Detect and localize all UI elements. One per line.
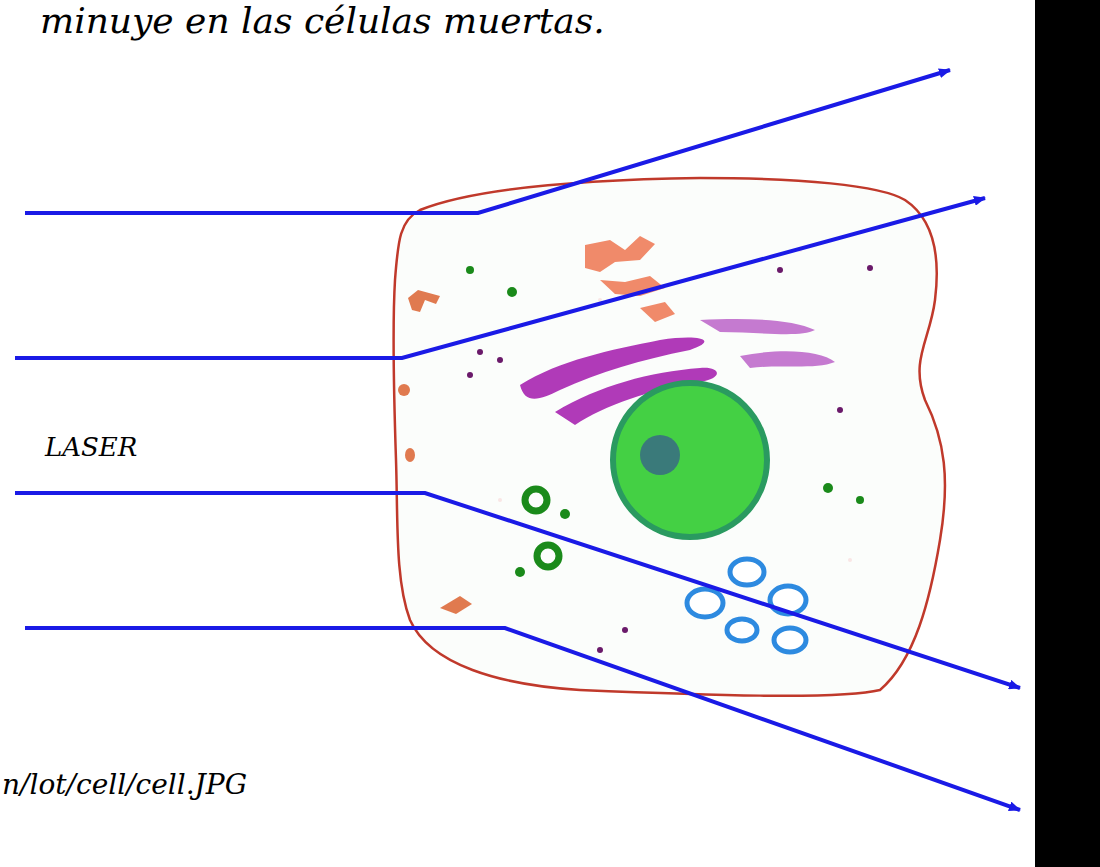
laser-beam [15,198,985,358]
nucleus [613,383,767,537]
slide-heading: minuye en las células muertas. [40,0,605,41]
nucleolus [640,435,680,475]
detector-bar [1035,0,1100,867]
laser-label: LASER [45,432,137,462]
laser-beam [15,493,1020,688]
source-url: n/lot/cell/cell.JPG [2,768,247,801]
cell-membrane [393,178,945,696]
laser-beam [25,70,950,213]
